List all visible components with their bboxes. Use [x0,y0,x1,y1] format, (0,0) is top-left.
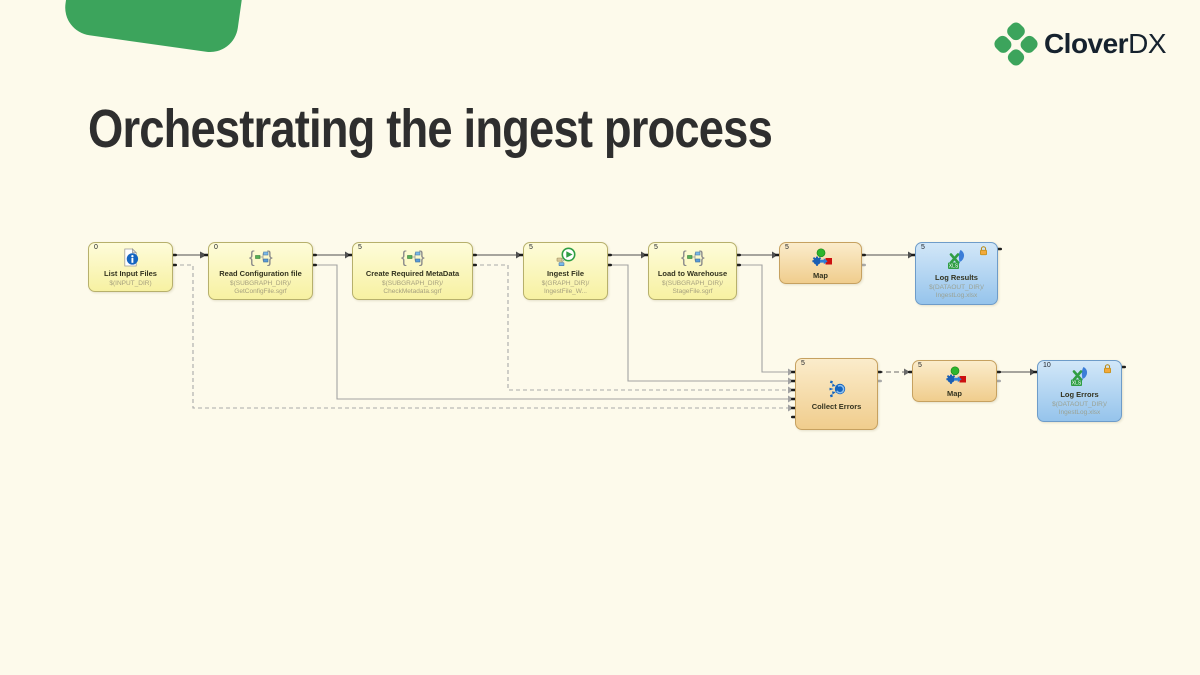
record-count-badge: 0 [94,244,98,251]
record-count-badge: 5 [529,244,533,251]
record-count-badge: 10 [1043,362,1051,369]
node-path: $(SUBGRAPH_DIR)/ StageFile.sgrf [661,280,724,295]
node-log-results: 5 XLS Log Results $(DATAOUT_DIR)/ Ingest… [915,242,998,305]
node-map-results: 5 Map [779,242,862,284]
brand-clover: Clover [1043,28,1129,59]
error-arrowheads [788,368,794,412]
record-count-badge: 0 [214,244,218,251]
svg-text:}: } [419,248,425,267]
node-load-to-warehouse: 5 { } Load to Warehouse $(SUBGRAPH_DIR)/… [648,242,737,300]
xls-writer-icon: XLS [945,249,969,271]
record-count-badge: 5 [801,360,805,367]
node-path: $(SUBGRAPH_DIR)/ GetConfigFile.sgrf [229,280,292,295]
node-path: $(DATAOUT_DIR)/ IngestLog.xlsx [929,283,984,299]
node-label: Log Results [935,272,978,282]
map-icon [809,247,833,269]
subgraph-icon: { } [680,247,706,267]
record-count-badge: 5 [654,244,658,251]
node-log-errors: 10 XLS Log Errors $(DATAOUT_DIR)/ Ingest… [1037,360,1122,422]
node-label: Map [813,270,828,280]
node-label: Create Required MetaData [365,269,460,278]
collect-to-map-arrowhead [904,368,910,376]
node-collect-errors: 5 Collect Errors [795,358,878,430]
node-map-errors: 5 Map [912,360,997,402]
node-label: Ingest File [546,269,585,278]
svg-text:{: { [249,248,255,267]
lock-icon [979,246,988,256]
svg-text:{: { [401,248,407,267]
node-label: Collect Errors [811,402,862,411]
subgraph-icon: { } [400,247,426,267]
node-path: $(DATAOUT_DIR)/ IngestLog.xlsx [1052,401,1107,416]
record-count-badge: 5 [785,244,789,251]
svg-text:XLS: XLS [948,263,958,269]
node-create-required-metadata: 5 { } Create Required MetaData $(SUBGRAP… [352,242,473,300]
node-label: Read Configuration file [219,269,302,278]
map-icon [943,365,967,387]
svg-text:}: } [267,248,273,267]
node-label: Log Errors [1060,390,1099,399]
slide-title: Orchestrating the ingest process [88,99,773,159]
subgraph-icon: { } [248,247,274,267]
record-count-badge: 5 [358,244,362,251]
lock-icon [1103,364,1112,374]
svg-text:}: } [699,248,705,267]
node-list-input-files: 0 List Input Files $(INPUT_DIR) [88,242,173,292]
brand-dx: DX [1128,28,1166,59]
node-path: $(INPUT_DIR) [109,279,152,287]
gather-icon [824,378,850,400]
node-ingest-file: 5 Ingest File $(GRAPH_DIR)/ IngestFile_W… [523,242,608,300]
clover-icon [991,19,1040,69]
node-label: List Input Files [104,268,157,278]
node-path: $(SUBGRAPH_DIR)/ CheckMetadata.sgrf [381,280,444,295]
xls-writer-icon: XLS [1068,366,1092,388]
file-info-icon [121,247,140,267]
svg-text:XLS: XLS [1071,381,1081,387]
node-label: Map [947,388,962,398]
node-label: Load to Warehouse [657,269,728,278]
record-count-badge: 5 [918,362,922,369]
node-read-configuration-file: 0 { } Read Configuration file $(SUBGRAPH… [208,242,313,300]
run-graph-icon [554,247,578,267]
node-path: $(GRAPH_DIR)/ IngestFile_W... [541,280,590,295]
main-arrowheads [200,251,1036,376]
record-count-badge: 5 [921,244,925,251]
decorative-green-blob [61,0,249,56]
svg-text:{: { [681,248,687,267]
